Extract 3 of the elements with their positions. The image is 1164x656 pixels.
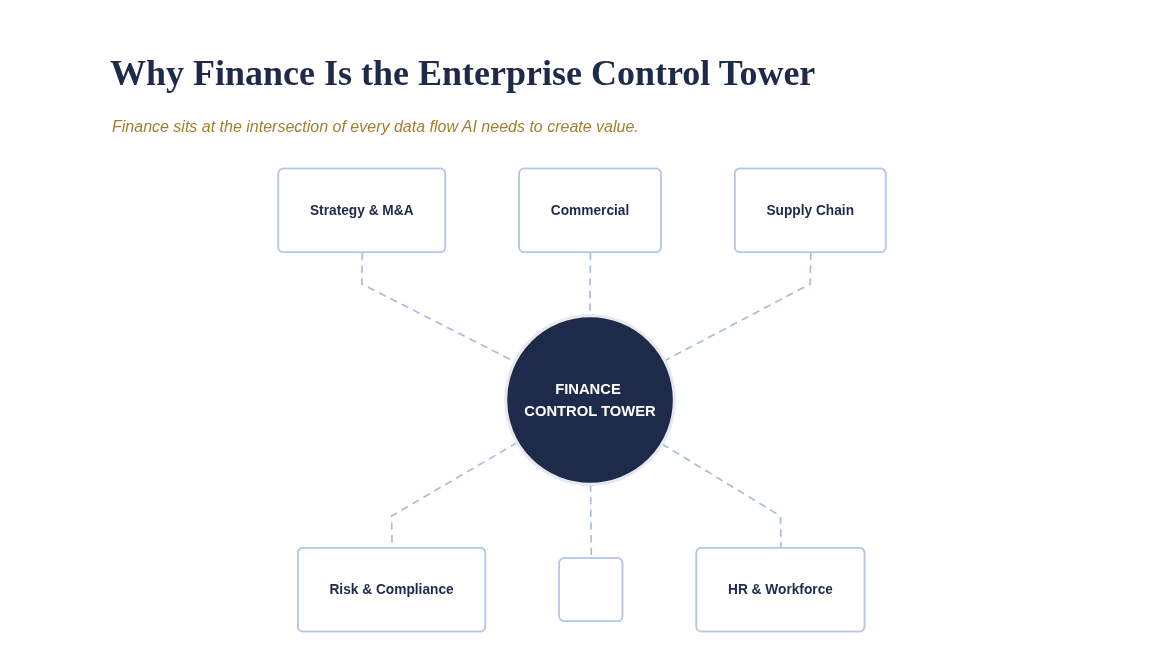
subtitle-text: Finance sits at the intersection of every data flow AI needs to create value. xyxy=(112,118,639,136)
slide-title: Why Finance Is the Enterprise Control Tower xyxy=(110,52,816,94)
node-circle: FINANCE CONTROL TOWER xyxy=(504,314,676,486)
